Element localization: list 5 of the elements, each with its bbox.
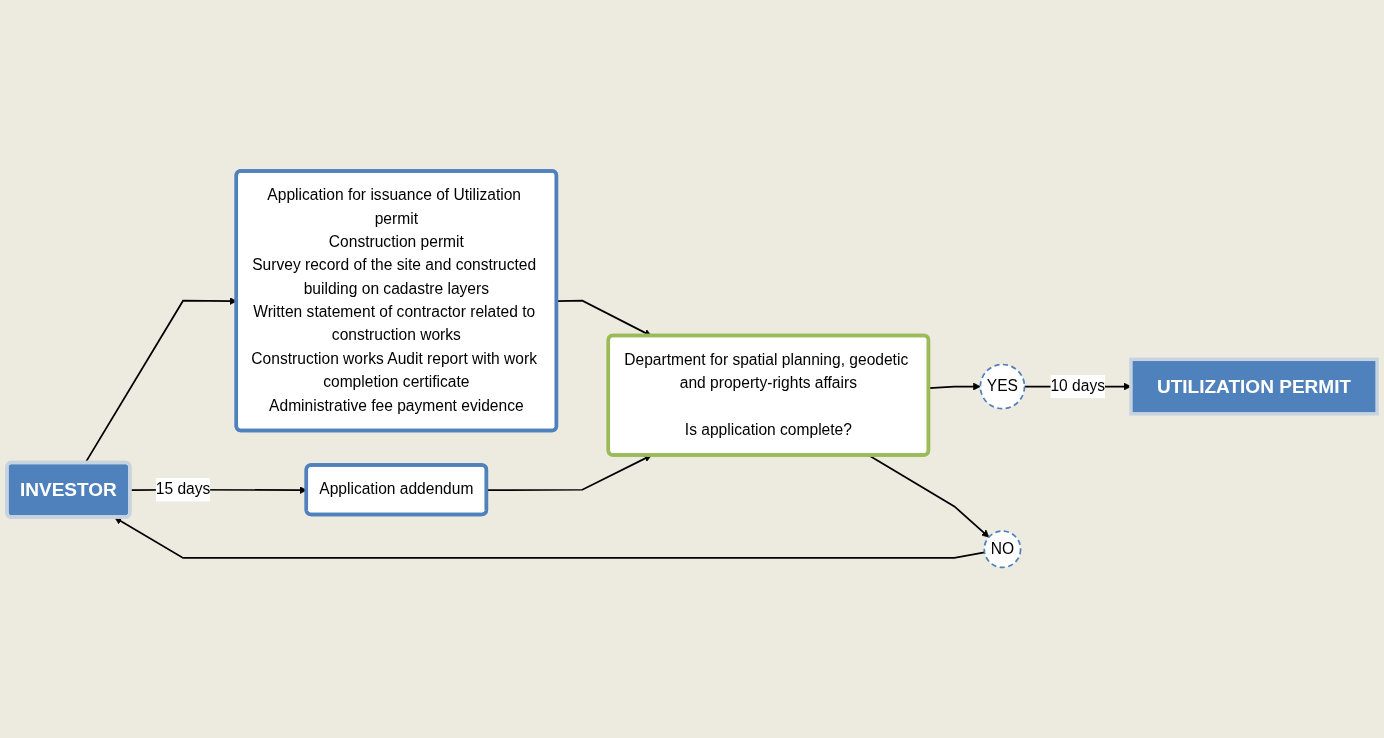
node-circle: NO bbox=[983, 530, 1022, 569]
edge-label: 15 days bbox=[155, 480, 211, 498]
node-box: UTILIZATION PERMIT bbox=[1129, 357, 1379, 416]
edge-label: 10 days bbox=[1050, 377, 1105, 395]
node-circle: YES bbox=[979, 363, 1026, 410]
